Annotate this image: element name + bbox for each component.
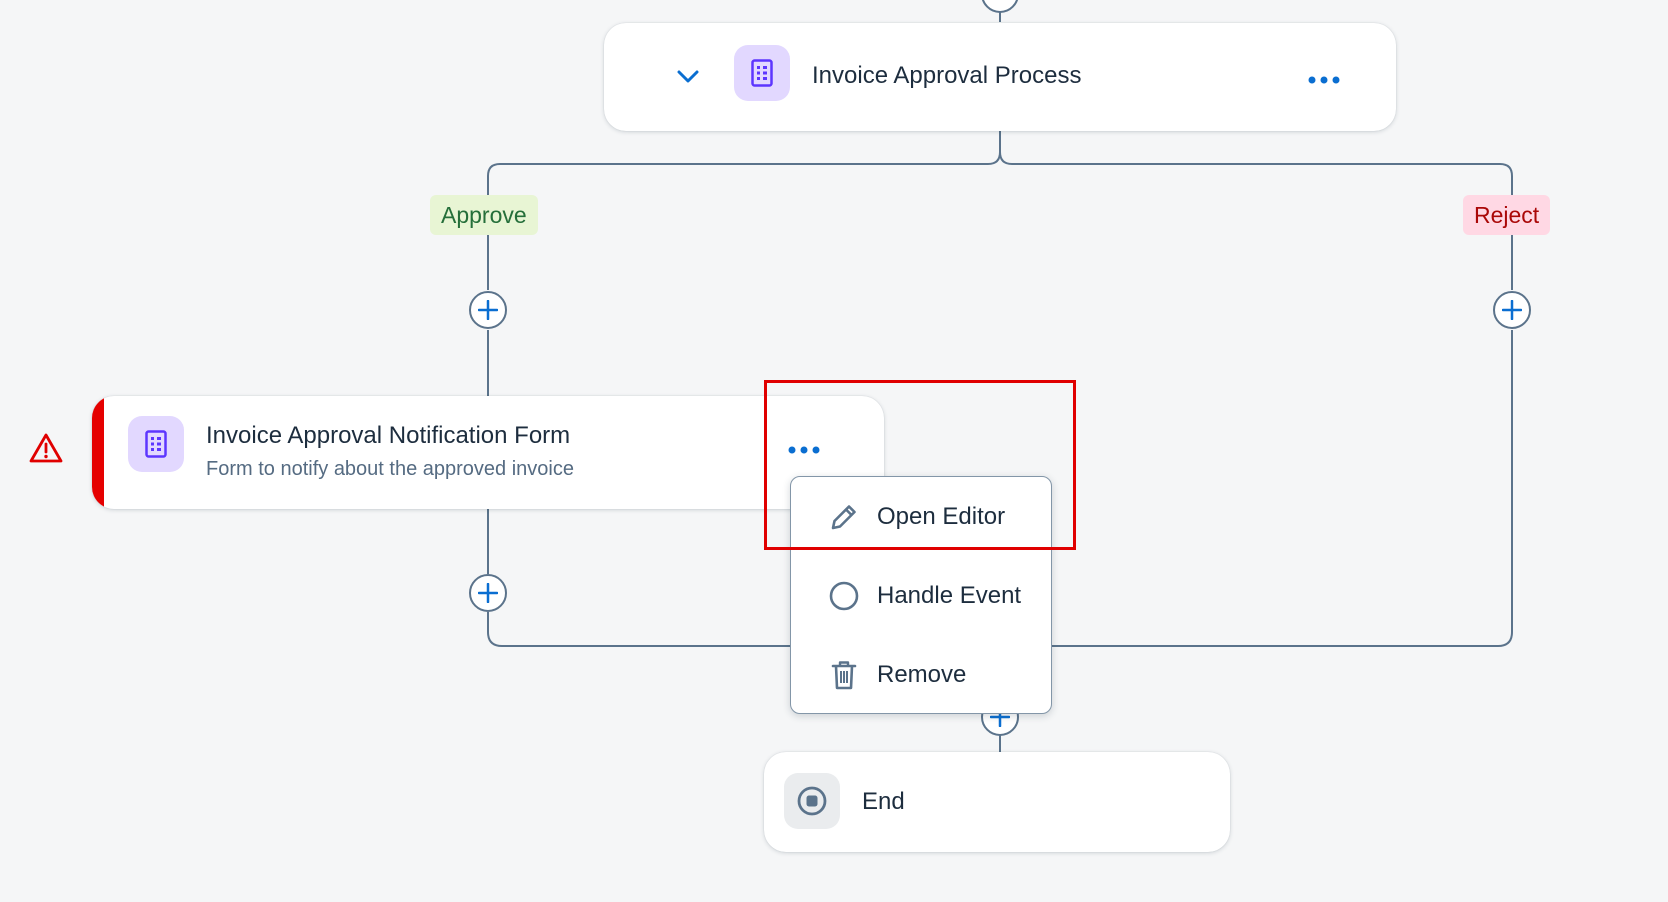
form-node-subtitle: Form to notify about the approved invoic… (206, 458, 574, 480)
end-node[interactable]: End (764, 752, 1230, 852)
top-entry-plus-button (981, 0, 1019, 13)
menu-item-remove[interactable]: Remove (791, 637, 1051, 713)
menu-item-label: Open Editor (877, 503, 1006, 530)
menu-item-handle-event[interactable]: Handle Event (791, 558, 1051, 634)
branch-label-approve: Approve (430, 195, 538, 235)
process-title: Invoice Approval Process (812, 62, 1082, 89)
add-step-button-after-form[interactable] (469, 574, 507, 612)
process-more-button[interactable] (1302, 62, 1346, 98)
connector-approve-merge (487, 612, 1000, 647)
warning-icon[interactable] (28, 432, 64, 464)
form-icon (145, 430, 167, 458)
add-step-button-reject[interactable] (1493, 291, 1531, 329)
menu-item-label: Remove (877, 661, 967, 688)
connector-split (487, 130, 1001, 290)
form-node-more-button[interactable] (782, 432, 826, 468)
form-node-icon-tile (128, 416, 184, 472)
process-form-icon-tile (734, 45, 790, 101)
plus-icon (478, 300, 498, 320)
plus-icon (1502, 300, 1522, 320)
branch-label-reject: Reject (1463, 195, 1551, 235)
connector-reject-merge (1000, 330, 1513, 647)
pencil-icon (827, 500, 861, 534)
more-horizontal-icon (788, 446, 820, 454)
context-menu: Open Editor Handle Event Remove (790, 476, 1052, 714)
end-icon-tile (784, 773, 840, 829)
form-icon (751, 59, 773, 87)
plus-icon (478, 583, 498, 603)
stop-icon (797, 786, 827, 816)
trash-icon (827, 658, 861, 692)
menu-item-open-editor[interactable]: Open Editor (791, 479, 1051, 555)
circle-icon (827, 579, 861, 613)
add-step-button-approve[interactable] (469, 291, 507, 329)
process-node[interactable]: Invoice Approval Process (604, 23, 1396, 131)
more-horizontal-icon (1308, 76, 1340, 84)
connector-split-right (999, 151, 1513, 290)
menu-item-label: Handle Event (877, 582, 1022, 609)
error-status-stripe (92, 396, 104, 509)
end-node-title: End (862, 788, 905, 815)
chevron-down-icon (677, 70, 699, 83)
collapse-chevron-button[interactable] (670, 59, 706, 95)
form-node-title: Invoice Approval Notification Form (206, 422, 571, 449)
form-node[interactable]: Invoice Approval Notification Form Form … (92, 396, 884, 509)
